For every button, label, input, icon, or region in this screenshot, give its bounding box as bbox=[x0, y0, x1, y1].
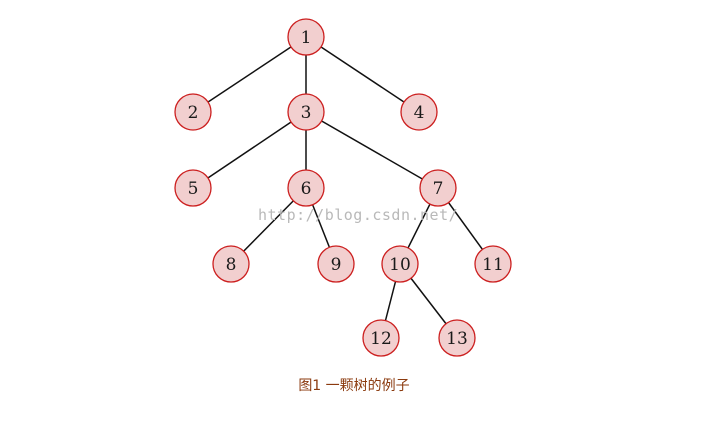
node-circle bbox=[362, 319, 400, 357]
node-circle bbox=[174, 169, 212, 207]
node-circle bbox=[438, 319, 476, 357]
node-circle bbox=[174, 93, 212, 131]
tree-node-10: 10 bbox=[381, 245, 419, 283]
node-circle bbox=[212, 245, 250, 283]
node-circle bbox=[381, 245, 419, 283]
node-label: 5 bbox=[188, 179, 199, 199]
edge-1-4 bbox=[305, 36, 420, 113]
node-circle bbox=[287, 93, 325, 131]
edge-1-2 bbox=[192, 36, 307, 113]
node-label: 3 bbox=[301, 103, 312, 123]
node-circle bbox=[400, 93, 438, 131]
tree-node-8: 8 bbox=[212, 245, 250, 283]
node-circle bbox=[287, 18, 325, 56]
tree-node-2: 2 bbox=[174, 93, 212, 131]
tree-node-5: 5 bbox=[174, 169, 212, 207]
node-circle bbox=[474, 245, 512, 283]
tree-node-9: 9 bbox=[317, 245, 355, 283]
tree-node-12: 12 bbox=[362, 319, 400, 357]
tree-node-7: 7 bbox=[419, 169, 457, 207]
node-circle bbox=[317, 245, 355, 283]
node-label: 1 bbox=[301, 28, 312, 48]
figure-caption: 图1 一颗树的例子 bbox=[298, 378, 410, 394]
node-label: 4 bbox=[414, 103, 425, 123]
node-circle bbox=[287, 169, 325, 207]
edge-3-7 bbox=[305, 111, 439, 189]
tree-node-1: 1 bbox=[287, 18, 325, 56]
edge-3-5 bbox=[192, 111, 307, 189]
tree-node-13: 13 bbox=[438, 319, 476, 357]
node-label: 10 bbox=[389, 255, 411, 275]
node-circle bbox=[419, 169, 457, 207]
tree-node-3: 3 bbox=[287, 93, 325, 131]
node-label: 9 bbox=[331, 255, 342, 275]
node-label: 2 bbox=[188, 103, 199, 123]
tree-node-4: 4 bbox=[400, 93, 438, 131]
node-label: 6 bbox=[301, 179, 312, 199]
node-label: 13 bbox=[446, 329, 468, 349]
tree-node-6: 6 bbox=[287, 169, 325, 207]
watermark-text: http://blog.csdn.net/ bbox=[258, 206, 459, 224]
node-label: 11 bbox=[482, 255, 504, 275]
node-label: 7 bbox=[433, 179, 444, 199]
node-label: 8 bbox=[226, 255, 237, 275]
tree-node-11: 11 bbox=[474, 245, 512, 283]
node-label: 12 bbox=[370, 329, 392, 349]
